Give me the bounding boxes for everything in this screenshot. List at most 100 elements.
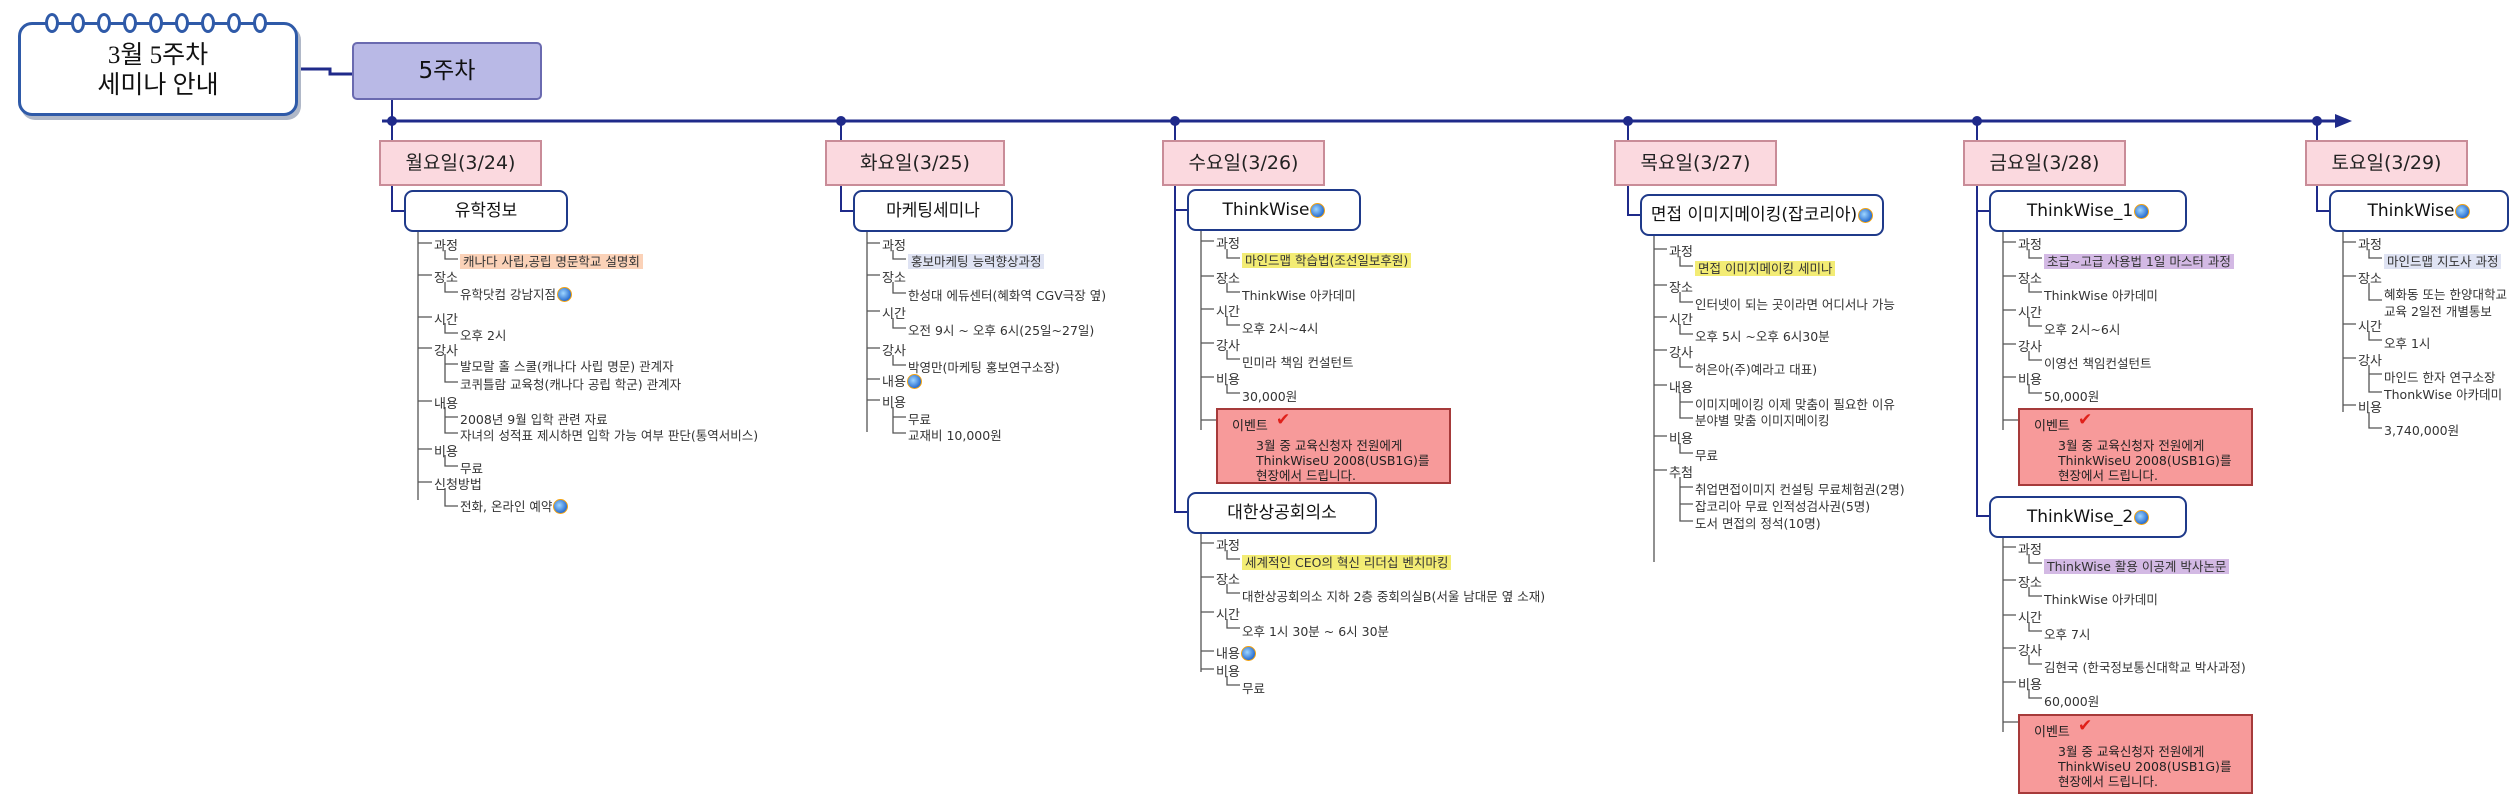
value-place: 대한상공회의소 지하 2층 중회의실B(서울 남대문 옆 소재) — [1242, 589, 1546, 604]
spiral-ring-icon — [45, 13, 59, 33]
label-lecturer: 강사 — [1669, 346, 1693, 361]
week-node[interactable]: 5주차 — [352, 42, 542, 100]
value-place: 혜화동 또는 한양대학교 — [2384, 287, 2507, 302]
spiral-ring-icon — [253, 13, 267, 33]
value-lecturer: ThonkWise 아카데미 — [2384, 387, 2503, 402]
label-content: 내용 — [1669, 381, 1693, 396]
topic-label: ThinkWise_1 — [2026, 201, 2134, 221]
label-prize: 추첨 — [1669, 466, 1693, 481]
label-cost: 비용 — [882, 396, 906, 411]
event-label: 이벤트 — [1232, 419, 1268, 434]
topic-thu-interview[interactable]: 면접 이미지메이킹(잡코리아) — [1640, 194, 1884, 236]
day-node-thu[interactable]: 목요일(3/27) — [1614, 140, 1777, 186]
label-course: 과정 — [2018, 543, 2042, 558]
ie-link-icon[interactable] — [1858, 208, 1874, 223]
label-time: 시간 — [1216, 305, 1240, 320]
topic-wed-thinkwise[interactable]: ThinkWise — [1187, 189, 1361, 231]
label-content: 내용 — [434, 397, 458, 412]
ie-link-icon[interactable] — [2134, 510, 2150, 525]
value-cost: 무료 — [1695, 448, 1719, 463]
value-lecturer: 박영만(마케팅 홍보연구소장) — [908, 360, 1060, 375]
value-content: 2008년 9월 입학 관련 자료 — [460, 412, 608, 427]
event-box: 이벤트 ✔ 3월 중 교육신청자 전원에게 ThinkWiseU 2008(US… — [2018, 714, 2253, 794]
label-place: 장소 — [882, 271, 906, 286]
spiral-ring-icon — [71, 13, 85, 33]
value-prize: 도서 면접의 정석(10명) — [1695, 516, 1821, 531]
value-time: 오후 2시~4시 — [1242, 321, 1319, 336]
label-place: 장소 — [2358, 272, 2382, 287]
value-place: ThinkWise 아카데미 — [2044, 288, 2158, 303]
spiral-ring-icon — [227, 13, 241, 33]
spiral-ring-icon — [201, 13, 215, 33]
value-time: 오전 9시 ~ 오후 6시(25일~27일) — [908, 323, 1095, 338]
event-message: 3월 중 교육신청자 전원에게 ThinkWiseU 2008(USB1G)를 … — [1256, 438, 1430, 483]
value-lecturer: 발모랄 홀 스쿨(캐나다 사립 명문) 관계자 — [460, 359, 674, 374]
topic-label: ThinkWise — [1222, 200, 1310, 220]
value-cost: 30,000원 — [1242, 389, 1298, 404]
value-time: 오후 5시 ~오후 6시30분 — [1695, 329, 1830, 344]
ie-link-icon[interactable] — [906, 374, 922, 389]
topic-mon-study-abroad[interactable]: 유학정보 — [404, 190, 568, 232]
topic-sat-thinkwise[interactable]: ThinkWise — [2329, 190, 2509, 232]
value-cost: 3,740,000원 — [2384, 423, 2460, 438]
value-time: 오후 2시 — [460, 328, 507, 343]
ie-link-icon[interactable] — [553, 499, 569, 514]
event-message: 3월 중 교육신청자 전원에게 ThinkWiseU 2008(USB1G)를 … — [2058, 438, 2232, 483]
value-lecturer: 이영선 책임컨설턴트 — [2044, 356, 2152, 371]
value-course: 초급~고급 사용법 1일 마스터 과정 — [2044, 254, 2234, 269]
day-node-mon[interactable]: 월요일(3/24) — [379, 140, 542, 186]
label-cost: 비용 — [2358, 401, 2382, 416]
day-node-wed[interactable]: 수요일(3/26) — [1162, 140, 1325, 186]
value-content: 자녀의 성적표 제시하면 입학 가능 여부 판단(통역서비스) — [460, 428, 759, 443]
label-time: 시간 — [434, 313, 458, 328]
value-time: 오후 1시 30분 ~ 6시 30분 — [1242, 624, 1390, 639]
day-node-sat[interactable]: 토요일(3/29) — [2305, 140, 2468, 186]
label-place: 장소 — [434, 271, 458, 286]
value-prize: 잡코리아 무료 인적성검사권(5명) — [1695, 499, 1871, 514]
value-content: 이미지메이킹 이제 맞춤이 필요한 이유 — [1695, 397, 1895, 412]
checkmark-icon: ✔ — [2078, 410, 2093, 430]
value-prize: 취업면접이미지 컨설팅 무료체험권(2명) — [1695, 482, 1905, 497]
topic-tue-marketing[interactable]: 마케팅세미나 — [853, 190, 1013, 232]
label-apply: 신청방법 — [434, 478, 482, 493]
value-course: ThinkWise 활용 이공계 박사논문 — [2044, 559, 2230, 574]
ie-link-icon[interactable] — [1310, 203, 1326, 218]
value-cost: 60,000원 — [2044, 694, 2100, 709]
value-lecturer: 마인드 한자 연구소장 — [2384, 370, 2496, 385]
value-place: 교육 2일전 개별통보 — [2384, 304, 2492, 319]
label-time: 시간 — [2018, 306, 2042, 321]
value-cost: 50,000원 — [2044, 389, 2100, 404]
ie-link-icon[interactable] — [2134, 204, 2150, 219]
value-cost: 교재비 10,000원 — [908, 428, 1002, 443]
label-time: 시간 — [882, 307, 906, 322]
checkmark-icon: ✔ — [1276, 410, 1291, 430]
day-node-tue[interactable]: 화요일(3/25) — [825, 140, 1005, 186]
label-place: 장소 — [2018, 576, 2042, 591]
topic-wed-chamber[interactable]: 대한상공회의소 — [1187, 492, 1377, 534]
label-time: 시간 — [1216, 608, 1240, 623]
label-course: 과정 — [1216, 539, 1240, 554]
topic-fri-thinkwise-1[interactable]: ThinkWise_1 — [1989, 190, 2187, 232]
ie-link-icon[interactable] — [556, 287, 572, 302]
value-course: 면접 이미지메이킹 세미나 — [1695, 261, 1836, 276]
value-content: 분야별 맞춤 이미지메이킹 — [1695, 413, 1830, 428]
label-cost: 비용 — [2018, 678, 2042, 693]
topic-label: 면접 이미지메이킹(잡코리아) — [1650, 205, 1858, 225]
topic-fri-thinkwise-2[interactable]: ThinkWise_2 — [1989, 496, 2187, 538]
value-cost: 무료 — [460, 461, 484, 476]
value-place: 한성대 에듀센터(혜화역 CGV극장 옆) — [908, 288, 1107, 303]
value-time: 오후 7시 — [2044, 627, 2091, 642]
ie-link-icon[interactable] — [2455, 204, 2471, 219]
day-node-fri[interactable]: 금요일(3/28) — [1963, 140, 2126, 186]
spiral-ring-icon — [97, 13, 111, 33]
label-time: 시간 — [1669, 313, 1693, 328]
title-memo: 3월 5주차 세미나 안내 — [18, 13, 298, 116]
label-time: 시간 — [2358, 320, 2382, 335]
value-cost: 무료 — [1242, 681, 1266, 696]
label-cost: 비용 — [1216, 373, 1240, 388]
ie-link-icon[interactable] — [1240, 646, 1256, 661]
value-time: 오후 2시~6시 — [2044, 322, 2121, 337]
topic-label: ThinkWise_2 — [2026, 507, 2134, 527]
